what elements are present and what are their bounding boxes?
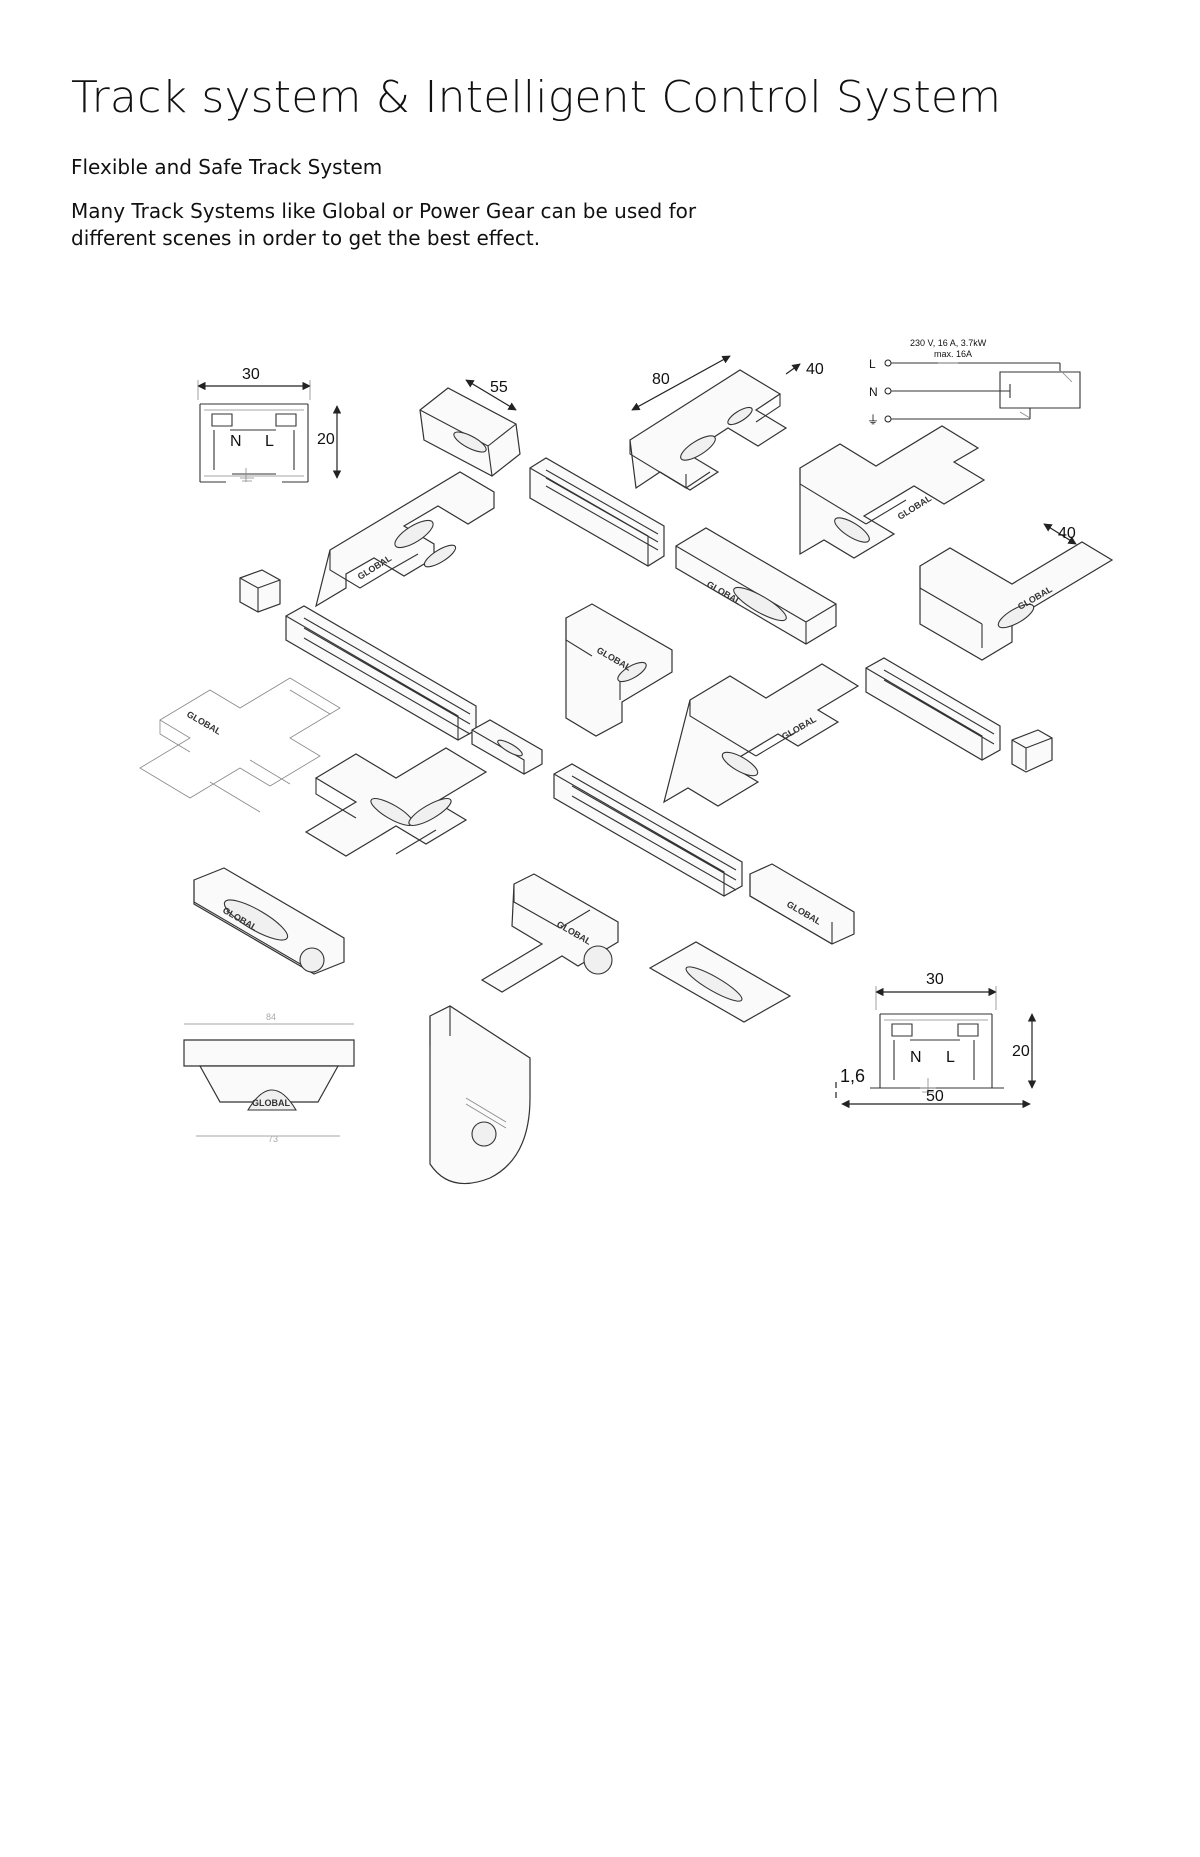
- profile-bottom-width: 30: [926, 971, 944, 988]
- t-connector-depth: 40: [806, 361, 824, 378]
- t-connector-right-upper: GLOBAL: [799, 425, 986, 559]
- adapter-iso: [429, 1005, 531, 1185]
- brand-logo-2: GLOBAL: [896, 493, 934, 522]
- rail-section-4: [553, 763, 743, 897]
- end-cap-feed: 55: [419, 379, 521, 477]
- body-text: Many Track Systems like Global or Power …: [71, 199, 697, 250]
- rail-section-3: [865, 657, 1001, 761]
- profile-bottom-n: N: [910, 1049, 922, 1066]
- rail-section-2: [285, 605, 477, 741]
- wiring-n: N: [869, 385, 878, 399]
- profile-top-height: 20: [317, 431, 335, 448]
- wiring-rating: 230 V, 16 A, 3.7kW: [910, 338, 987, 348]
- track-profile-bottom: 30 20 N L 50 1,6: [835, 971, 1037, 1109]
- t-connector-left: GLOBAL: [315, 471, 495, 608]
- adapter-front-view: 84 GLOBAL 73: [183, 1012, 355, 1144]
- brand-logo-6: GLOBAL: [185, 709, 223, 737]
- t-connector-top: 80 40: [629, 355, 824, 491]
- wiring-earth: ⏚: [867, 413, 879, 427]
- profile-top-width: 30: [242, 366, 260, 383]
- l-connector-center: GLOBAL: [565, 603, 673, 737]
- track-adapter-left: GLOBAL: [193, 867, 345, 975]
- end-cap-small: [239, 569, 281, 613]
- wiring-max: max. 16A: [934, 349, 972, 359]
- section-subtitle: Flexible and Safe Track System: [71, 155, 383, 179]
- profile-top-n: N: [230, 433, 242, 450]
- profile-bottom-height: 20: [1012, 1043, 1030, 1060]
- page-title: Track system & Intelligent Control Syste…: [71, 72, 1002, 123]
- l-connector-depth: 40: [1058, 525, 1076, 542]
- wiring-l: L: [869, 357, 876, 371]
- end-cap-right: [1011, 729, 1053, 773]
- l-connector-right: GLOBAL 40: [919, 523, 1114, 661]
- x-connector-outline: GLOBAL: [139, 677, 341, 813]
- adapter-dim-bottom: 73: [268, 1134, 278, 1144]
- brand-logo-11: GLOBAL: [252, 1098, 290, 1108]
- end-feed-right: GLOBAL: [749, 863, 855, 945]
- cover-plate: [648, 941, 792, 1023]
- profile-bottom-base: 50: [926, 1088, 944, 1105]
- profile-top-l: L: [265, 433, 274, 450]
- track-system-figure: 30 20 N L 55 80 40 230 V, 16 A, 3.7kW ma…: [139, 338, 1114, 1185]
- adapter-dim-top: 84: [266, 1012, 276, 1022]
- x-connector: [304, 747, 488, 857]
- profile-bottom-l: L: [946, 1049, 955, 1066]
- end-cap-dim: 55: [490, 379, 508, 396]
- t-connector-length: 80: [652, 371, 670, 388]
- straight-connector: [471, 719, 543, 775]
- flexible-connector: GLOBAL: [480, 873, 619, 993]
- track-profile-top: 30 20 N L: [197, 366, 342, 483]
- wiring-diagram: 230 V, 16 A, 3.7kW max. 16A L N ⏚: [867, 338, 1081, 427]
- profile-bottom-offset: 1,6: [840, 1066, 865, 1086]
- t-connector-right-middle: GLOBAL: [663, 663, 860, 807]
- rail-section-1: [529, 457, 665, 567]
